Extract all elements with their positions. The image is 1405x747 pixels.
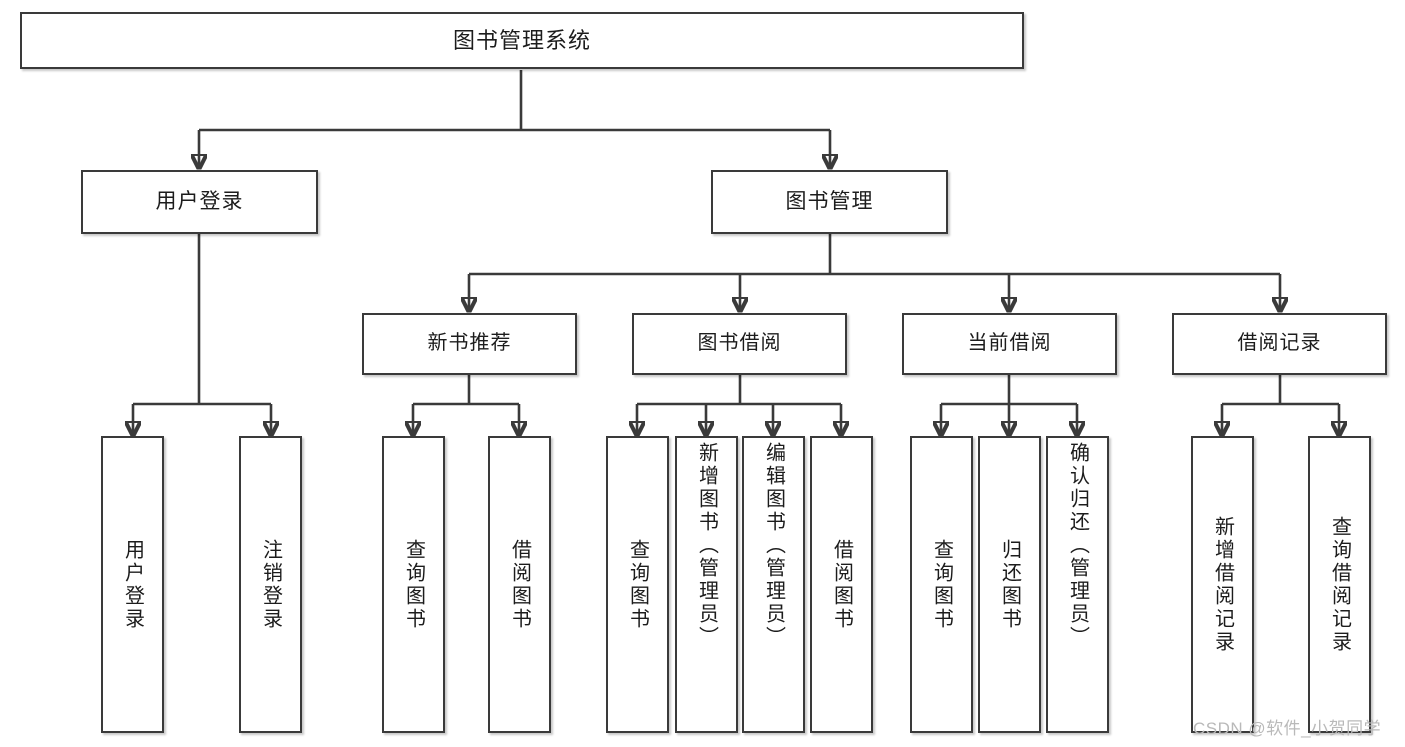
node-book-borrow[interactable]: 图书借阅 [632,313,847,375]
node-label: 编辑图书（管理员） [762,442,785,649]
node-label: 图书管理 [785,189,874,213]
leaf-return-book[interactable]: 归还图书 [978,436,1041,733]
node-label: 归还图书 [998,538,1021,631]
node-label: 查询图书 [626,538,649,631]
csdn-watermark: CSDN @软件_小贺同学 [1193,719,1382,738]
node-label: 图书借阅 [697,332,782,355]
node-label: 查询图书 [402,538,425,631]
node-label: 新增图书（管理员） [695,442,718,649]
leaf-query-book-borrow[interactable]: 查询图书 [606,436,669,733]
node-label: 当前借阅 [967,332,1052,355]
leaf-add-borrow-record[interactable]: 新增借阅记录 [1191,436,1254,733]
leaf-confirm-return-admin[interactable]: 确认归还（管理员） [1046,436,1109,733]
node-user-login[interactable]: 用户登录 [81,170,318,234]
leaf-add-book-admin[interactable]: 新增图书（管理员） [675,436,738,733]
node-label: 新书推荐 [427,332,512,355]
node-borrow-record[interactable]: 借阅记录 [1172,313,1387,375]
node-label: 借阅图书 [830,538,853,631]
node-label: 注销登录 [259,538,282,631]
leaf-query-book-recommend[interactable]: 查询图书 [382,436,445,733]
node-label: 查询图书 [930,538,953,631]
node-label: 用户登录 [155,189,244,213]
node-label: 借阅记录 [1237,332,1322,355]
leaf-logout[interactable]: 注销登录 [239,436,302,733]
node-new-book-recommend[interactable]: 新书推荐 [362,313,577,375]
node-label: 图书管理系统 [452,27,591,53]
leaf-query-borrow-record[interactable]: 查询借阅记录 [1308,436,1371,733]
node-label: 查询借阅记录 [1328,515,1351,654]
node-label: 借阅图书 [508,538,531,631]
node-book-management[interactable]: 图书管理 [711,170,948,234]
node-label: 新增借阅记录 [1211,515,1234,654]
leaf-borrow-book-recommend[interactable]: 借阅图书 [488,436,551,733]
leaf-query-book-current[interactable]: 查询图书 [910,436,973,733]
leaf-borrow-book[interactable]: 借阅图书 [810,436,873,733]
leaf-edit-book-admin[interactable]: 编辑图书（管理员） [742,436,805,733]
node-root-book-management-system[interactable]: 图书管理系统 [20,12,1024,69]
node-label: 确认归还（管理员） [1066,442,1089,649]
node-label: 用户登录 [121,538,144,631]
node-current-borrow[interactable]: 当前借阅 [902,313,1117,375]
leaf-user-login[interactable]: 用户登录 [101,436,164,733]
